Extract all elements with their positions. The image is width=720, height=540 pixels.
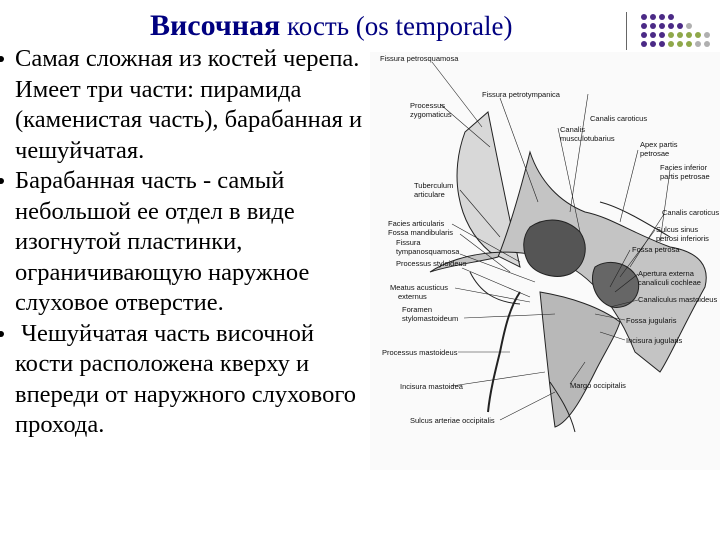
label-fissura-tympanosquamosa-2: tympanosquamosa (396, 247, 460, 256)
label-fissura-tympanosquamosa: Fissura (396, 238, 421, 247)
label-sulcus-sinus: Sulcus sinus (656, 225, 698, 234)
decorative-dot-grid (641, 14, 710, 47)
label-canalis-caroticus-right: Canalis caroticus (662, 208, 719, 217)
bullet-dot (0, 178, 4, 184)
label-fissura-petrosquamosa: Fissura petrosquamosa (380, 54, 459, 63)
label-apex-partis-petrosae-2: petrosae (640, 149, 669, 158)
temporal-bone-figure: Fissura petrosquamosa Fissura petrotympa… (370, 52, 720, 470)
label-tuberculum-articulare: Tuberculum (414, 181, 453, 190)
label-fossa-petrosa: Fossa petrosa (632, 245, 680, 254)
bullet-item: Чешуйчатая часть височной кости располож… (0, 319, 372, 441)
bone-illustration (429, 111, 707, 433)
bullet-text: Самая сложная из костей черепа. Имеет тр… (15, 45, 363, 164)
anatomy-labels: Fissura petrosquamosa Fissura petrotympa… (380, 54, 719, 425)
label-meatus-acusticus-2: externus (398, 292, 427, 301)
label-foramen-stylomastoideum-2: stylomastoideum (402, 314, 458, 323)
leader-lines (431, 61, 671, 421)
label-fossa-jugularis: Fossa jugularis (626, 316, 677, 325)
label-facies-inferior: Facies inferior (660, 163, 708, 172)
label-facies-inferior-2: partis petrosae (660, 172, 710, 181)
label-meatus-acusticus: Meatus acusticus (390, 283, 448, 292)
label-apertura-externa-2: canaliculi cochleae (638, 278, 701, 287)
label-canalis-musculotubarius: Canalis (560, 125, 585, 134)
label-processus-mastoideus: Processus mastoideus (382, 348, 458, 357)
bullet-text: Чешуйчатая часть височной кости располож… (15, 319, 363, 439)
bullet-dot (0, 56, 4, 62)
bullet-item: Самая сложная из костей черепа. Имеет тр… (0, 44, 372, 166)
bullet-list: Самая сложная из костей черепа. Имеет тр… (0, 44, 372, 441)
bullet-text: Барабанная часть - самый небольшой ее от… (15, 167, 310, 316)
title-rest: кость (os temporale) (287, 11, 513, 41)
label-incisura-mastoidea: Incisura mastoidea (400, 382, 464, 391)
label-processus-styloideus: Processus styloideus (396, 259, 467, 268)
label-foramen-stylomastoideum: Foramen (402, 305, 432, 314)
label-margo-occipitalis: Margo occipitalis (570, 381, 626, 390)
label-sulcus-sinus-2: petrosi inferioris (656, 234, 709, 243)
title-main: Височная (150, 9, 281, 42)
label-incisura-jugularis: Incisura jugularis (626, 336, 683, 345)
label-apertura-externa: Apertura externa (638, 269, 695, 278)
slide-title: Височная кость (os temporale) (150, 6, 620, 46)
bullet-item: Барабанная часть - самый небольшой ее от… (0, 166, 372, 319)
label-tuberculum-articulare-2: articulare (414, 190, 445, 199)
bullet-dot (0, 330, 4, 337)
label-fissura-petrotympanica: Fissura petrotympanica (482, 90, 561, 99)
title-divider (626, 12, 627, 50)
label-canaliculus-mastoideus: Canaliculus mastoideus (638, 295, 717, 304)
label-processus-zygomaticus-2: zygomaticus (410, 110, 452, 119)
label-fossa-mandibularis: Fossa mandibularis (388, 228, 453, 237)
label-facies-articularis: Facies articularis (388, 219, 445, 228)
label-sulcus-arteriae-occipitalis: Sulcus arteriae occipitalis (410, 416, 495, 425)
label-processus-zygomaticus: Processus (410, 101, 445, 110)
label-canalis-caroticus-top: Canalis caroticus (590, 114, 647, 123)
label-canalis-musculotubarius-2: musculotubarius (560, 134, 615, 143)
label-apex-partis-petrosae: Apex partis (640, 140, 678, 149)
